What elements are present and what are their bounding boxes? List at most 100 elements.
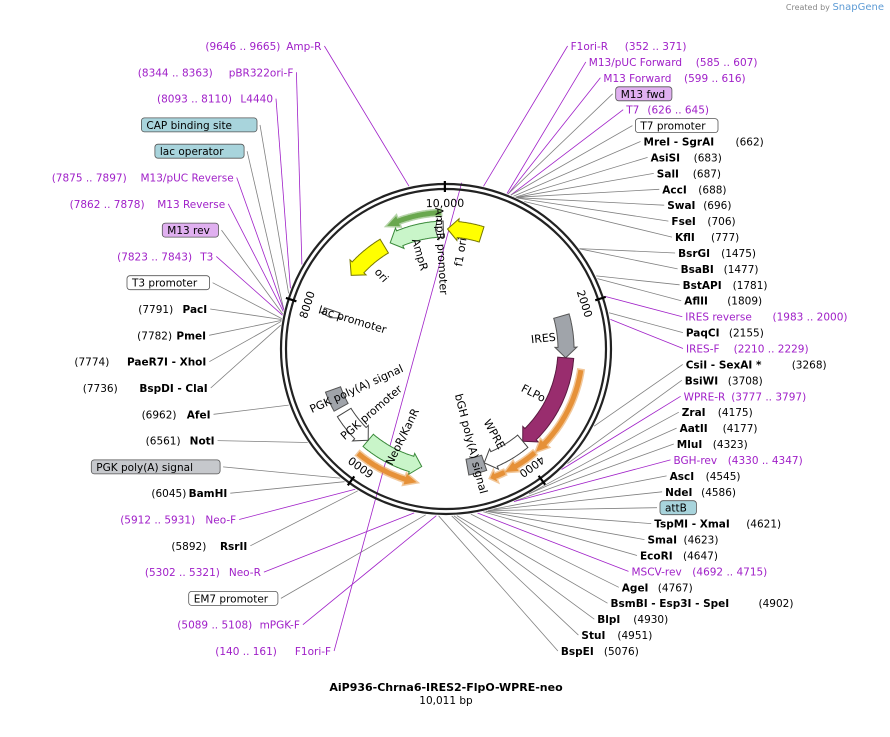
feature-label: ori [372,266,391,285]
enzyme-position: (4767) [658,582,693,594]
enzyme-name: MreI - SgrAI [644,137,715,149]
primer-name: M13/pUC Forward [589,57,682,69]
enzyme-position: (4623) [684,535,719,547]
primer-name: Neo-R [229,567,261,579]
label-leader [524,201,673,238]
enzyme-name: StuI [581,630,605,642]
enzyme-position: (1477) [724,264,759,276]
primer-position: (5089 .. 5108) [177,620,252,632]
enzyme-position: (2155) [729,328,764,340]
feature-box-attb [659,500,697,516]
primer-name: IRES-F [686,344,720,356]
label-leader [515,157,648,198]
label-leader [223,466,341,479]
label-leader [227,203,284,312]
enzyme-name: BspDI - ClaI [139,383,207,395]
orf-arcs [354,208,585,487]
label-leader [209,320,282,363]
label-leader [212,282,282,319]
backbone-inner-ring [284,187,608,511]
enzyme-position: (7791) [138,304,173,316]
enzyme-name: BspEI [561,646,594,658]
primer-position: (7875 .. 7897) [52,173,127,185]
feature-box-m13-rev [161,222,219,238]
enzyme-name: TspMI - XmaI [654,519,730,531]
enzyme-name: PmeI [176,330,206,342]
enzyme-position: (4951) [617,630,652,642]
snapgene-branding: Created by SnapGene [786,2,884,13]
primer-position: (5302 .. 5321) [145,567,220,579]
label-leader [487,507,658,511]
enzyme-name: PaqCI [686,328,720,340]
feature-label: f1 ori [452,237,469,267]
enzyme-position: (6561) [146,436,181,448]
enzyme-position: (662) [736,137,764,149]
feature-box-t7-promoter [635,118,719,133]
label-leader [210,308,282,320]
orf-arc [502,448,539,474]
primer-name: pBR322ori-F [229,67,294,79]
enzyme-position: (1475) [721,248,756,260]
feature-label: bGH poly(A) signal [452,392,490,495]
tick-mark [285,296,297,303]
map-title: AiP936-Chrna6-IRES2-FlpO-WPRE-neo [329,681,563,694]
feature-box-label: T3 promoter [131,278,198,290]
enzyme-position: (4323) [713,439,748,451]
enzyme-name: SmaI [648,535,678,547]
label-leader [515,443,674,502]
enzyme-position: (687) [693,168,721,180]
primer-name: Amp-R [286,41,321,53]
enzyme-name: NdeI [665,487,692,499]
enzyme-name: AscI [670,471,695,483]
enzyme-name: AccI [662,184,686,196]
enzyme-position: (4647) [683,551,718,563]
enzyme-name: FseI [671,216,695,228]
label-leader [483,511,638,556]
tick-label: 2000 [574,289,595,320]
label-leader [451,515,579,636]
label-leader [246,151,285,310]
enzyme-position: (777) [711,232,739,244]
enzyme-name: BsmBI - Esp3I - SpeI [611,598,730,610]
feature-box-t3-promoter [126,275,210,291]
feature-box-label: M13 rev [167,225,210,237]
enzyme-name: NotI [190,436,215,448]
primer-name: T7 [625,105,639,117]
tick-mark [594,295,607,302]
enzyme-name: CsiI - SexAI * [686,359,762,371]
label-leader [579,248,676,254]
enzyme-name: PaeR7I - XhoI [127,357,206,369]
feature-box-label: lac operator [160,146,224,158]
enzyme-position: (7736) [83,383,118,395]
enzyme-name: AatII [680,423,708,435]
label-leader [259,124,289,294]
label-leader [209,320,282,336]
label-leader [596,275,680,286]
enzyme-name: SwaI [667,200,695,212]
outer-labels: F1ori-R(352 .. 371)M13/pUC Forward(585 .… [52,41,848,658]
label-leader [296,72,303,265]
enzyme-position: (5076) [604,646,639,658]
feature-arc-pgk-poly-a-signal [324,386,349,412]
primer-position: (585 .. 607) [696,57,758,69]
label-leader [493,475,667,510]
label-leader [506,61,587,194]
enzyme-position: (706) [707,216,735,228]
enzyme-position: (4177) [723,423,758,435]
enzyme-name: BstAPI [683,280,722,292]
enzyme-position: (6045) [151,488,186,500]
primer-position: (8093 .. 8110) [157,94,232,106]
enzyme-position: (4586) [701,487,736,499]
primer-position: (140 .. 161) [215,646,277,658]
feature-label: IRES [530,331,556,346]
feature-arc-lac-promoter [320,307,342,319]
branding-product: SnapGene [832,2,884,13]
label-leader [610,319,684,349]
feature-label: WPRE [481,417,508,451]
enzyme-position: (6962) [142,409,177,421]
enzyme-name: BsaBI [681,264,714,276]
feature-arc-ires [553,313,579,359]
label-leader [217,440,308,443]
primer-position: (4330 .. 4347) [728,455,803,467]
